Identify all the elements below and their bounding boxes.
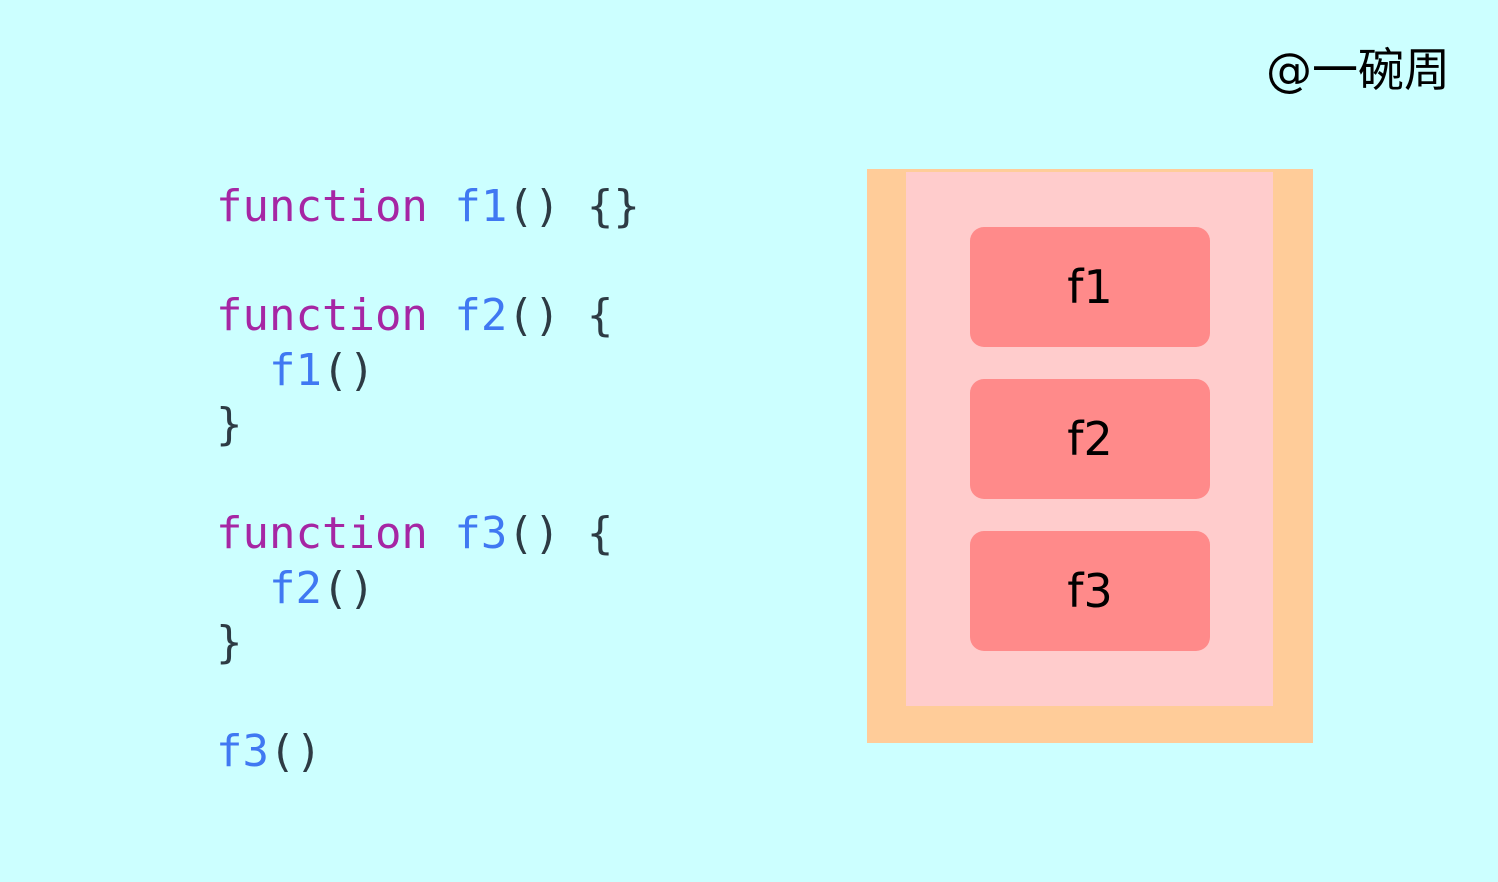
code-line — [216, 453, 640, 508]
code-punctuation: () { — [507, 290, 614, 341]
stack-frame-f1: f1 — [970, 227, 1210, 347]
watermark-text: @一碗周 — [1266, 43, 1450, 97]
code-punctuation: () — [321, 344, 375, 396]
code-keyword: function — [216, 181, 428, 232]
code-line: function f1() {} — [216, 180, 640, 235]
code-punctuation — [216, 345, 269, 396]
code-line: f2() — [216, 562, 640, 617]
code-function-name: f2 — [454, 290, 508, 341]
code-line: function f2() { — [216, 289, 640, 344]
code-line: } — [216, 616, 640, 671]
code-punctuation: } — [216, 399, 243, 450]
code-block: function f1() {}function f2() { f1()}fun… — [216, 180, 640, 780]
code-punctuation: () — [321, 562, 375, 614]
code-punctuation — [216, 563, 269, 614]
stack-frame-f2: f2 — [970, 379, 1210, 499]
code-function-name: f2 — [268, 562, 322, 614]
code-punctuation — [428, 290, 455, 341]
code-function-name: f1 — [454, 181, 508, 232]
code-line: } — [216, 398, 640, 453]
code-line: f3() — [216, 725, 640, 780]
code-punctuation — [428, 181, 455, 232]
code-function-name: f1 — [268, 344, 322, 396]
code-punctuation: () {} — [507, 181, 640, 232]
code-punctuation — [428, 508, 455, 559]
call-stack-area: f1 f2 f3 — [906, 172, 1273, 706]
code-line — [216, 671, 640, 726]
stack-frame-f3: f3 — [970, 531, 1210, 651]
code-punctuation: () { — [507, 508, 614, 559]
code-punctuation: () — [268, 726, 322, 777]
code-function-name: f3 — [454, 508, 508, 559]
code-line: f1() — [216, 344, 640, 399]
code-keyword: function — [216, 290, 428, 341]
code-line — [216, 235, 640, 290]
call-stack-container: f1 f2 f3 — [867, 169, 1313, 743]
code-line: function f3() { — [216, 507, 640, 562]
code-function-name: f3 — [216, 726, 269, 777]
code-keyword: function — [216, 508, 428, 559]
code-punctuation: } — [216, 617, 243, 668]
